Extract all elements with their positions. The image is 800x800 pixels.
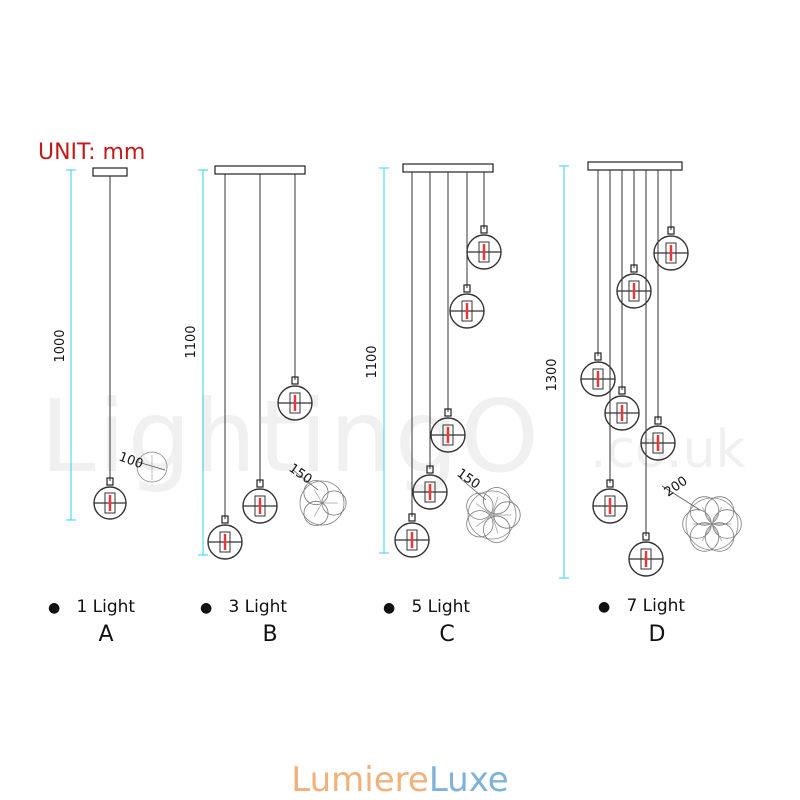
option-b-letter: B xyxy=(262,622,278,647)
height-dimension-d: 1300 xyxy=(545,358,560,391)
layout-d-petal xyxy=(704,496,735,526)
pendant-d-7-socket xyxy=(667,226,675,235)
option-d-label-row: ● 7 Light xyxy=(598,596,685,616)
pendant-d-5-socket xyxy=(642,532,650,541)
option-d-letter: D xyxy=(648,622,666,647)
pendant-c-2-bulb-holder xyxy=(424,481,436,503)
diameter-dimension-d: 200 xyxy=(662,474,691,501)
height-dimension-b: 1100 xyxy=(184,325,199,358)
layout-b-outline xyxy=(299,480,345,526)
pendant-c-2-socket xyxy=(426,465,434,474)
layout-d-spoke xyxy=(711,523,723,542)
pendant-b-1-socket xyxy=(221,515,229,524)
height-dimension-c: 1100 xyxy=(365,345,380,378)
layout-d-petal xyxy=(704,522,735,552)
canopy-a xyxy=(92,167,128,177)
option-c-label: 5 Light xyxy=(411,597,471,617)
layout-c-spoke xyxy=(476,514,493,527)
pendant-c-5-bulb-holder xyxy=(478,241,490,263)
layout-c-petal xyxy=(466,510,494,538)
layout-b-spoke xyxy=(313,502,323,517)
diameter-leader-c xyxy=(459,477,487,501)
pendant-b-2-socket xyxy=(256,479,264,488)
pendant-c-5-socket xyxy=(480,225,488,234)
pendant-c-4-socket xyxy=(463,284,471,293)
pendant-c-3-bulb-holder xyxy=(442,424,454,446)
layout-d-spoke xyxy=(701,506,713,525)
option-a-label-row: ● 1 Light xyxy=(48,597,135,617)
brand-part-2: Luxe xyxy=(428,760,509,800)
pendant-d-1-bulb-holder xyxy=(592,368,604,390)
brand-logo: LumiereLuxe xyxy=(0,760,800,800)
pendant-d-3-socket xyxy=(618,386,626,395)
layout-c-petal xyxy=(466,492,494,520)
layout-c-spoke xyxy=(491,496,499,516)
option-d-label: 7 Light xyxy=(626,596,686,616)
pendant-c-1-socket xyxy=(408,513,416,522)
pendant-b-3-bulb-holder xyxy=(289,392,301,414)
layout-c-outline xyxy=(467,490,517,540)
height-dimension-a: 1000 xyxy=(53,329,68,362)
pendant-d-3-bulb-holder xyxy=(616,402,628,424)
pendant-c-3-socket xyxy=(444,408,452,417)
layout-d-spoke xyxy=(701,523,713,542)
layout-b-petal xyxy=(303,500,329,526)
option-c-label-row: ● 5 Light xyxy=(383,597,470,617)
bullet: ● xyxy=(383,600,396,616)
layout-a-outline xyxy=(136,451,168,483)
diameter-dimension-c: 150 xyxy=(454,466,483,493)
diameter-dimension-a: 100 xyxy=(117,450,145,473)
pendant-d-4-bulb-holder xyxy=(628,280,640,302)
canopy-b xyxy=(214,165,306,175)
pendant-d-4-socket xyxy=(630,264,638,273)
layout-c-spoke xyxy=(476,503,493,516)
pendant-d-5-bulb-holder xyxy=(640,548,652,570)
layout-b-petal xyxy=(303,480,329,506)
diameter-leader-a xyxy=(137,461,166,471)
layout-b-spoke xyxy=(313,489,323,504)
pendant-d-6-bulb-holder xyxy=(652,432,664,454)
option-a-label: 1 Light xyxy=(76,597,136,617)
pendant-d-6-socket xyxy=(654,416,662,425)
diameter-leader-d xyxy=(661,485,701,511)
watermark-suffix: .co.uk xyxy=(590,420,746,480)
option-b-label-row: ● 3 Light xyxy=(200,597,287,617)
pendant-c-4-bulb-holder xyxy=(461,300,473,322)
pendant-c-1-bulb-holder xyxy=(406,529,418,551)
layout-c-petal xyxy=(483,515,511,543)
watermark-main: LightingO xyxy=(40,378,541,495)
layout-c-spoke xyxy=(491,514,499,534)
pendant-b-2-bulb-holder xyxy=(254,495,266,517)
unit-label: UNIT: mm xyxy=(38,140,146,165)
bullet: ● xyxy=(598,599,611,615)
bullet: ● xyxy=(200,600,213,616)
pendant-d-1-socket xyxy=(594,352,602,361)
layout-d-petal xyxy=(689,496,720,526)
diameter-leader-b xyxy=(292,469,319,491)
layout-c-petal xyxy=(483,487,511,515)
option-a-letter: A xyxy=(98,622,114,647)
layout-d-outline xyxy=(685,497,739,551)
bullet: ● xyxy=(48,600,61,616)
pendant-a-1-socket xyxy=(106,477,114,486)
option-b-label: 3 Light xyxy=(228,597,288,617)
pendant-d-2-socket xyxy=(606,479,614,488)
pendant-d-2-bulb-holder xyxy=(604,495,616,517)
canopy-d xyxy=(587,161,683,171)
pendant-a-1-bulb-holder xyxy=(104,492,116,514)
option-c-letter: C xyxy=(439,622,455,647)
pendant-b-3-socket xyxy=(291,376,299,385)
canopy-c xyxy=(402,163,494,173)
pendant-b-1-bulb-holder xyxy=(219,531,231,553)
pendant-d-7-bulb-holder xyxy=(665,242,677,264)
layout-d-spoke xyxy=(711,506,723,525)
brand-part-1: Lumiere xyxy=(291,760,429,800)
